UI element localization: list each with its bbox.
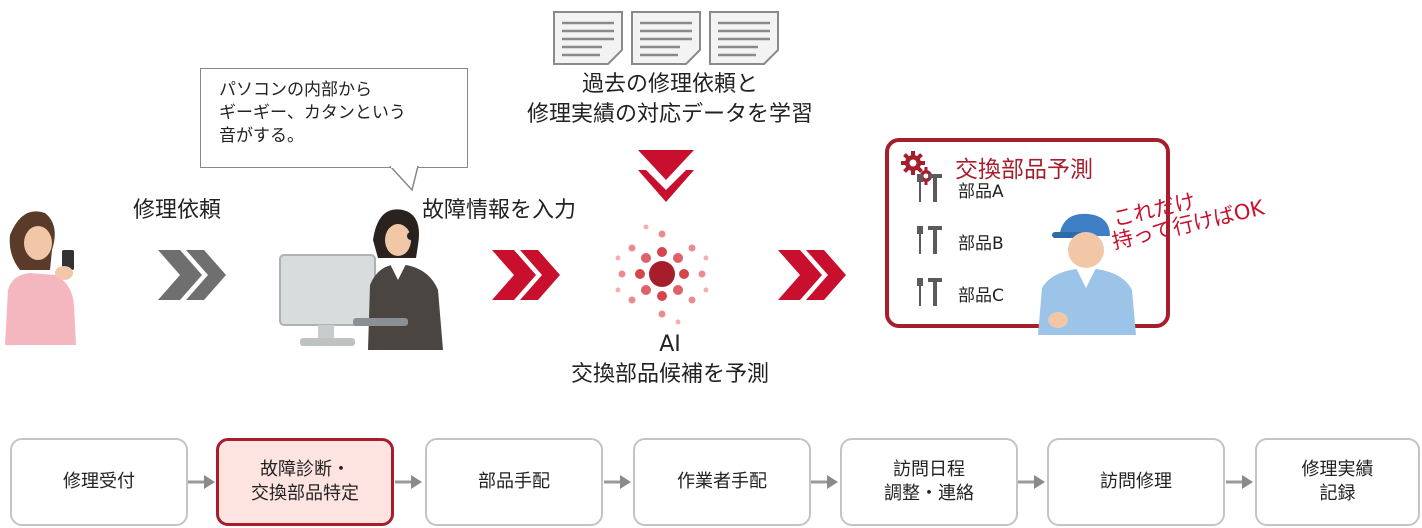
- flow-arrow-icon: [395, 475, 422, 489]
- customer-speech-bubble: パソコンの内部から ギーギー、カタンという 音がする。: [200, 68, 468, 168]
- flow-arrow-icon: [1226, 475, 1253, 489]
- tool-icon: [917, 278, 942, 306]
- flow-arrow-icon: [188, 475, 215, 489]
- step-label-line-1: 修理実績: [1301, 459, 1374, 480]
- step-label-line-1: 故障診断・: [260, 459, 350, 480]
- step-label-line-2: 調整・連絡: [884, 483, 974, 504]
- repair-request-label: 修理依頼: [133, 198, 222, 223]
- customer-illustration: [5, 211, 76, 345]
- ai-predict-label: 交換部品候補を予測: [570, 362, 769, 387]
- step-label: 訪問修理: [1100, 471, 1172, 492]
- bubble-tail: [388, 166, 419, 192]
- flow-arrow-icon: [1018, 475, 1045, 489]
- input-failure-info-label: 故障情報を入力: [422, 198, 577, 223]
- process-step-worker-arrangement: 作業者手配: [633, 438, 811, 526]
- learning-text-line-2: 修理実績の対応データを学習: [526, 102, 813, 127]
- gray-double-arrow-icon: [158, 250, 226, 300]
- red-down-arrow-icon: [638, 150, 694, 202]
- panel-title: 交換部品予測: [955, 157, 1093, 183]
- learning-text-line-1: 過去の修理依頼と: [581, 72, 758, 97]
- technician-illustration: [1038, 213, 1136, 335]
- process-step-diagnosis: 故障診断・ 交換部品特定: [216, 438, 394, 526]
- bubble-line-1: パソコンの内部から: [219, 80, 372, 100]
- flow-arrow-icon: [604, 475, 631, 489]
- step-label: 部品手配: [478, 471, 550, 492]
- tool-icon: [917, 226, 942, 254]
- process-step-visit-repair: 訪問修理: [1047, 438, 1225, 526]
- part-a-label: 部品A: [958, 182, 1004, 202]
- part-b-label: 部品B: [958, 234, 1004, 254]
- step-label-line-2: 記録: [1319, 483, 1356, 504]
- process-step-reception: 修理受付: [10, 438, 188, 526]
- part-c-label: 部品C: [958, 286, 1004, 306]
- bubble-line-2: ギーギー、カタンという: [219, 103, 406, 123]
- step-label-line-1: 訪問日程: [893, 459, 965, 480]
- bubble-line-3: 音がする。: [219, 126, 304, 146]
- red-double-arrow-icon-2: [778, 250, 846, 300]
- ai-label: AI: [659, 332, 681, 357]
- step-label-line-2: 交換部品特定: [251, 483, 359, 504]
- operator-illustration: [279, 209, 443, 350]
- process-step-visit-scheduling: 訪問日程 調整・連絡: [840, 438, 1018, 526]
- process-step-record: 修理実績 記録: [1255, 438, 1420, 526]
- tool-icon: [917, 174, 942, 202]
- process-step-parts-arrangement: 部品手配: [425, 438, 603, 526]
- step-label: 修理受付: [63, 471, 135, 492]
- flow-arrow-icon: [811, 475, 838, 489]
- step-label: 作業者手配: [677, 471, 767, 492]
- ai-network-icon: [615, 224, 709, 325]
- red-double-arrow-icon: [492, 250, 560, 300]
- documents-icon: [553, 11, 779, 65]
